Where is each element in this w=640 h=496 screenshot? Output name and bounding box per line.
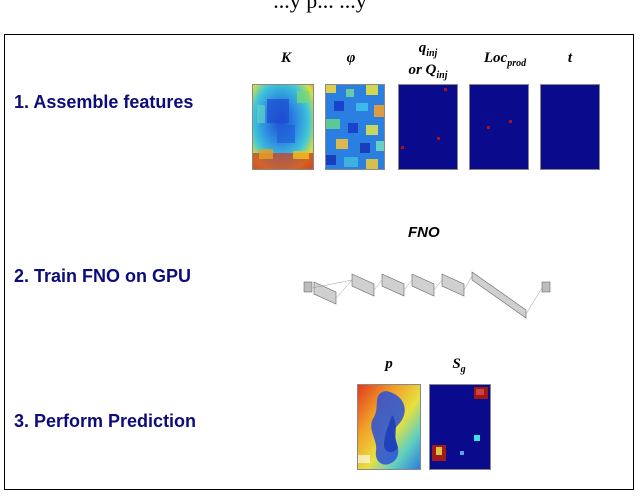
- label-gas-saturation: Sg: [452, 356, 466, 375]
- producer-marker: [487, 126, 490, 129]
- figure-frame: [4, 34, 634, 490]
- fno-architecture-diagram: [303, 271, 551, 319]
- label-pressure: p: [385, 356, 393, 372]
- producer-marker: [509, 120, 512, 123]
- label-loc-prod: Locprod: [483, 50, 527, 69]
- injector-marker: [437, 137, 440, 140]
- step-perform-prediction: 3. Perform Prediction: [14, 411, 197, 431]
- cropped-caption-text: ...y p... ...y: [273, 0, 367, 13]
- k-field-heatmap: [252, 84, 314, 170]
- injector-marker: [444, 88, 447, 91]
- loc-prod-field-panel: [469, 84, 529, 170]
- label-q-inj: qinj or Qinj: [408, 40, 448, 81]
- label-phi: φ: [346, 50, 356, 66]
- phi-field-heatmap: [325, 84, 385, 170]
- gas-saturation-field-panel: [429, 384, 491, 470]
- label-k: K: [280, 50, 291, 66]
- pressure-field-heatmap: [357, 384, 421, 470]
- t-field-panel: [540, 84, 600, 170]
- step-train-fno: 2. Train FNO on GPU: [14, 266, 192, 286]
- q-inj-field-panel: [398, 84, 458, 170]
- label-t: t: [567, 50, 573, 66]
- fno-title: FNO: [408, 224, 440, 241]
- step-assemble-features: 1. Assemble features: [14, 92, 194, 112]
- injector-marker: [401, 146, 404, 149]
